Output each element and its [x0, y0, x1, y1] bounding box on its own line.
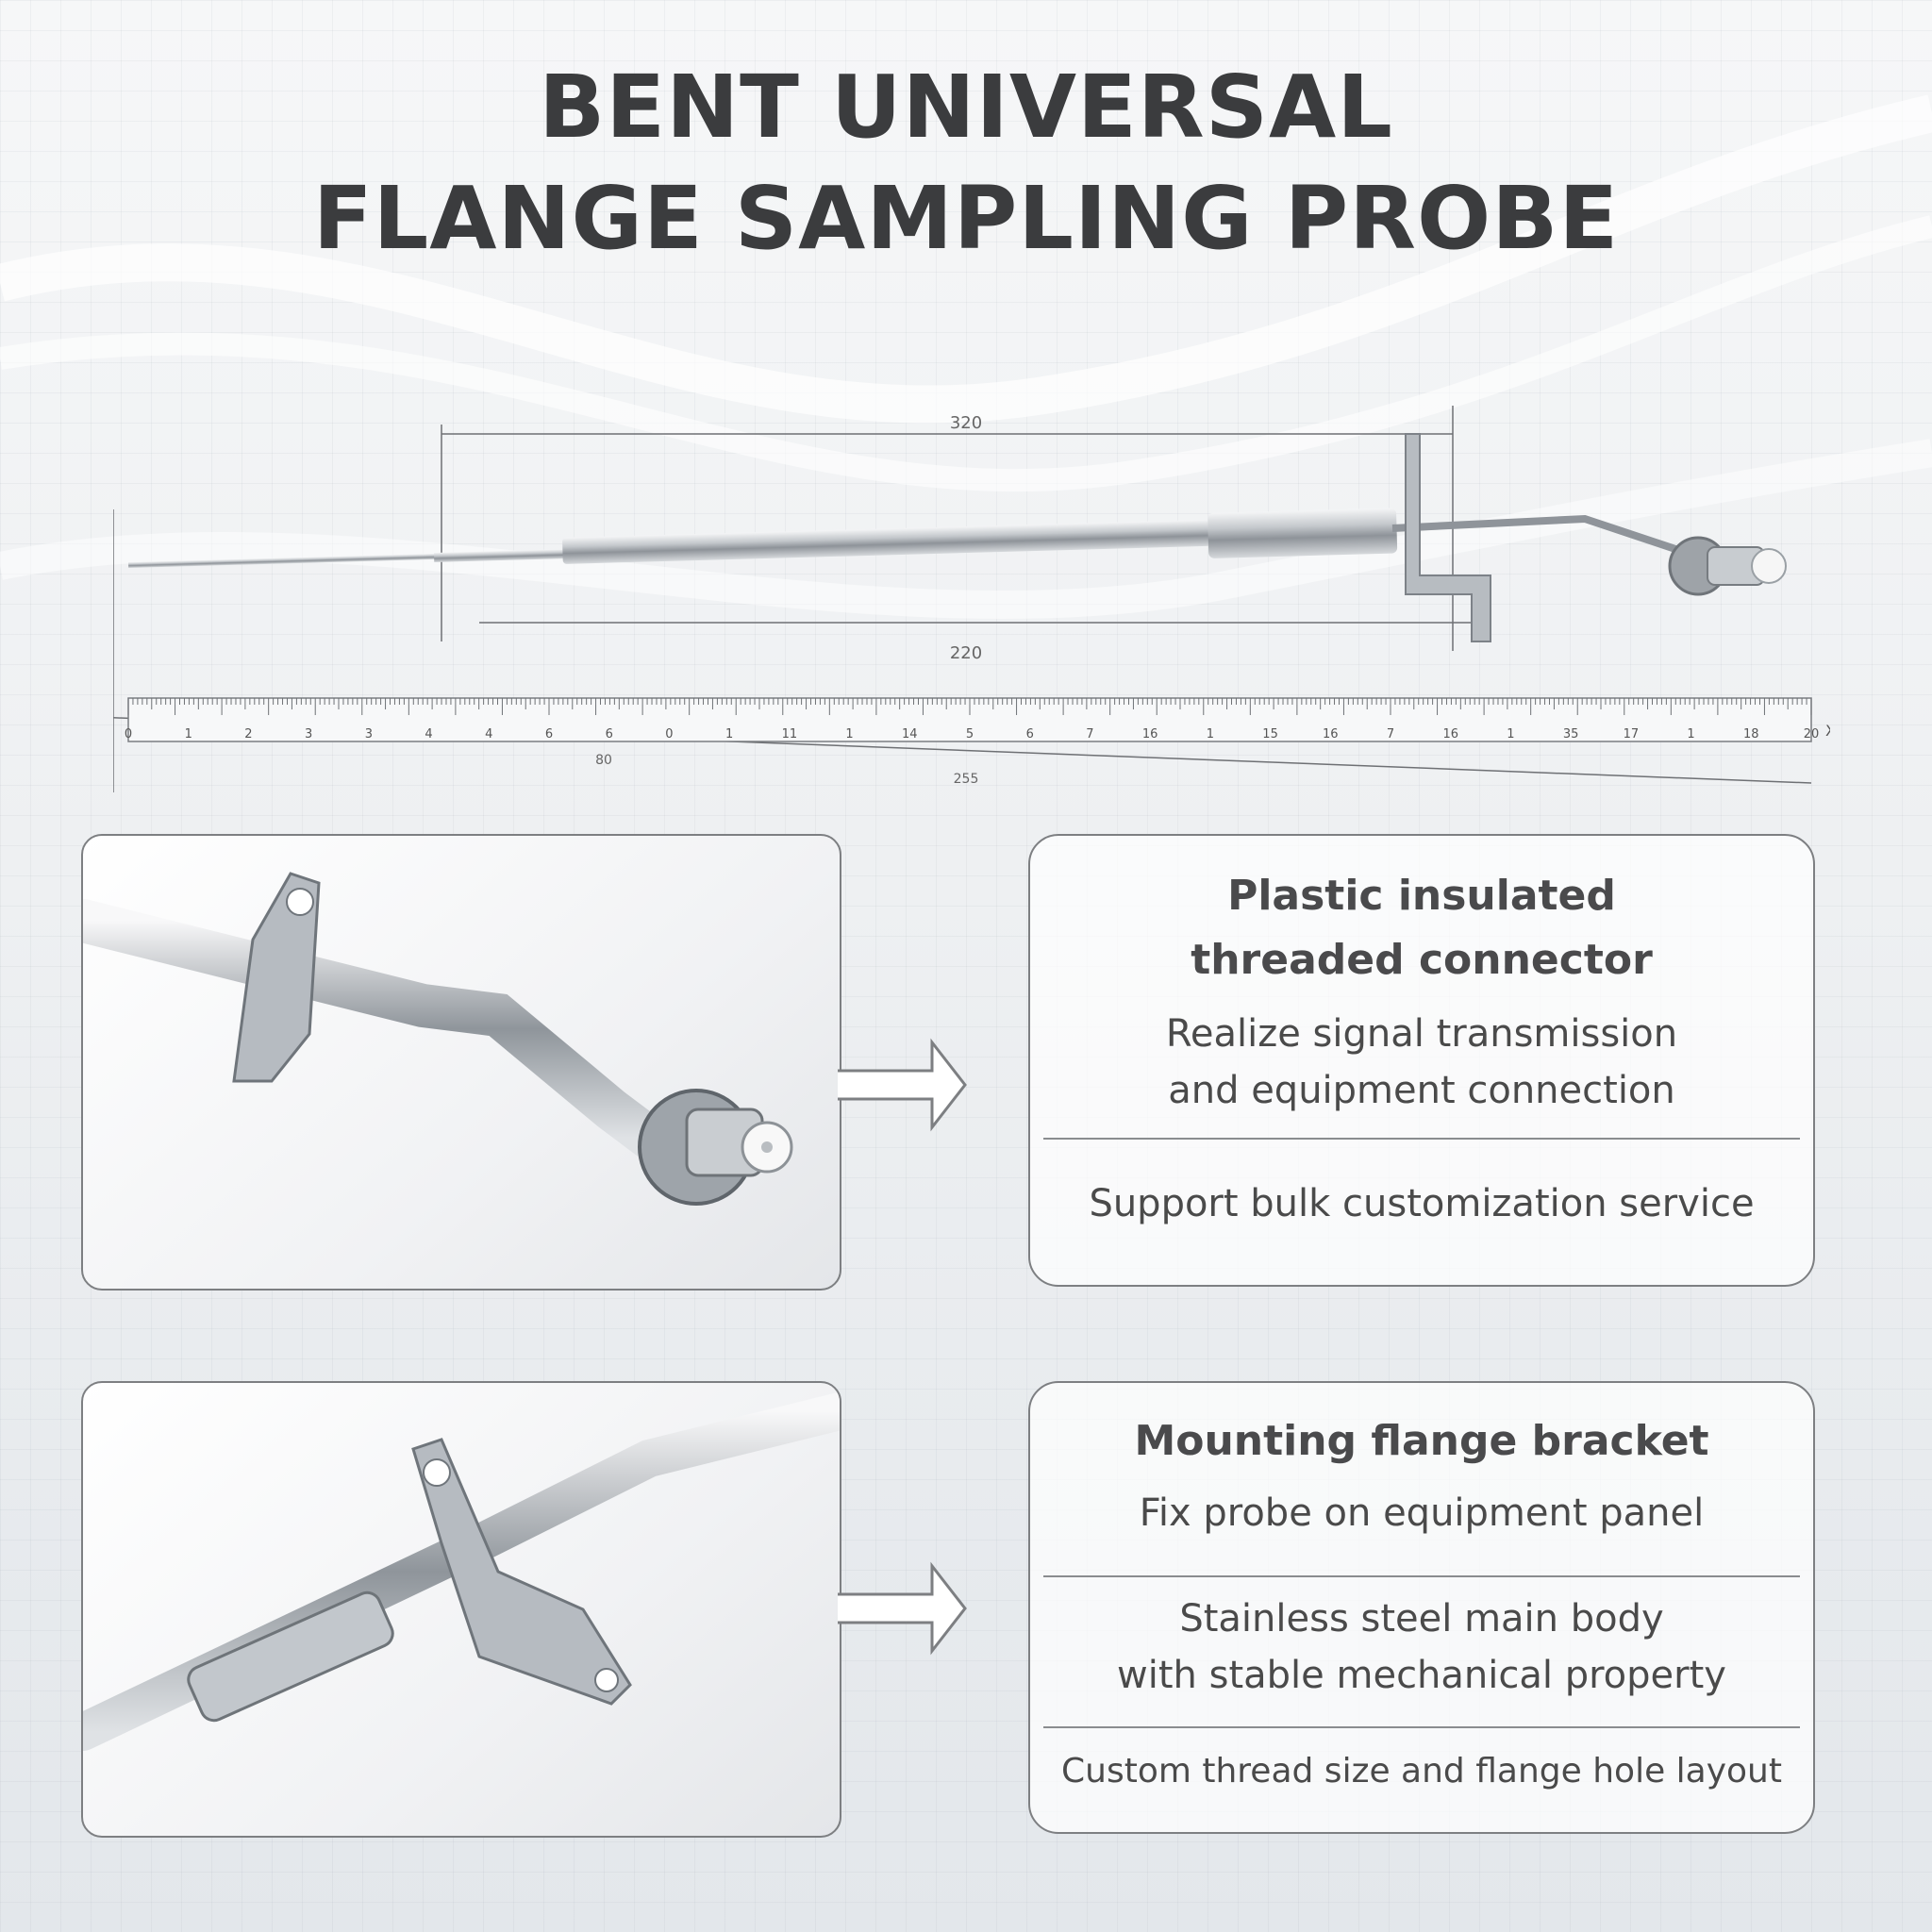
divider	[1043, 1726, 1800, 1728]
dim-bottom-a-label: 80	[595, 753, 612, 768]
ruler-label: 16	[1323, 727, 1339, 741]
measurement-ruler	[127, 697, 1812, 742]
ruler-label: 4	[485, 727, 492, 741]
ruler-label: 3	[305, 727, 312, 741]
custom-layout-note: Custom thread size and flange hole layou…	[1061, 1752, 1782, 1790]
ruler-label: 1	[1687, 727, 1694, 741]
customization-note: Support bulk customization service	[1089, 1182, 1755, 1225]
background-waves	[0, 94, 1932, 620]
dim-bottom-b-label: 255	[954, 772, 979, 787]
probe-dimension-drawing: 320 220 50 X 012334466011111456716115167…	[113, 406, 1830, 792]
ruler-label: 1	[1507, 727, 1514, 741]
title-line-2: FLANGE SAMPLING PROBE	[312, 168, 1620, 269]
ruler-label: 0	[125, 727, 132, 741]
ruler-label: 14	[902, 727, 918, 741]
arrow-right-icon	[838, 1038, 967, 1132]
material-description: Stainless steel main body with stable me…	[1117, 1597, 1726, 1697]
ruler-axis-label: X	[1825, 722, 1830, 740]
connector-description: Realize signal transmission and equipmen…	[1165, 1012, 1678, 1112]
ruler-label: 16	[1142, 727, 1158, 741]
ruler-label: 6	[606, 727, 613, 741]
ruler-label: 7	[1387, 727, 1394, 741]
bracket-heading: Mounting flange bracket	[1134, 1417, 1709, 1465]
connector-illustration	[83, 872, 793, 1206]
divider	[1043, 1138, 1800, 1140]
ruler-label: 4	[425, 727, 432, 741]
ruler-label: 2	[244, 727, 252, 741]
divider	[1043, 1575, 1800, 1577]
ruler-label: 35	[1563, 727, 1579, 741]
dim-top-label: 320	[950, 413, 982, 433]
ruler-label: 6	[545, 727, 553, 741]
ruler-label: 3	[365, 727, 373, 741]
bracket-info-panel: Mounting flange bracket Fix probe on equ…	[1028, 1381, 1815, 1834]
dim-mid-label: 220	[950, 643, 982, 663]
ruler-label: 1	[185, 727, 192, 741]
connector-info-panel: Plastic insulated threaded connector Rea…	[1028, 834, 1815, 1287]
ruler-label: 18	[1743, 727, 1759, 741]
ruler-label: 6	[1026, 727, 1034, 741]
ruler-label: 16	[1442, 727, 1458, 741]
ruler-label: 7	[1086, 727, 1093, 741]
ruler-label: 5	[966, 727, 974, 741]
connector-heading: Plastic insulated threaded connector	[1191, 872, 1653, 984]
ruler-label: 1	[845, 727, 853, 741]
bracket-description: Fix probe on equipment panel	[1139, 1491, 1705, 1535]
connector-closeup-image	[81, 834, 841, 1291]
ruler-label: 1	[725, 727, 733, 741]
ruler-label: 15	[1262, 727, 1278, 741]
ruler-label: 11	[782, 727, 798, 741]
flange-bracket-image	[81, 1381, 841, 1838]
ruler-label: 17	[1624, 727, 1640, 741]
bracket-illustration	[83, 1392, 840, 1751]
arrow-right-icon	[838, 1561, 967, 1656]
probe-body	[128, 433, 1787, 642]
title-line-1: BENT UNIVERSAL	[539, 57, 1393, 158]
ruler-label: 0	[665, 727, 673, 741]
ruler-label: 20	[1804, 727, 1820, 741]
page-title: BENT UNIVERSAL FLANGE SAMPLING PROBE	[0, 52, 1932, 275]
ruler-label: 1	[1207, 727, 1214, 741]
